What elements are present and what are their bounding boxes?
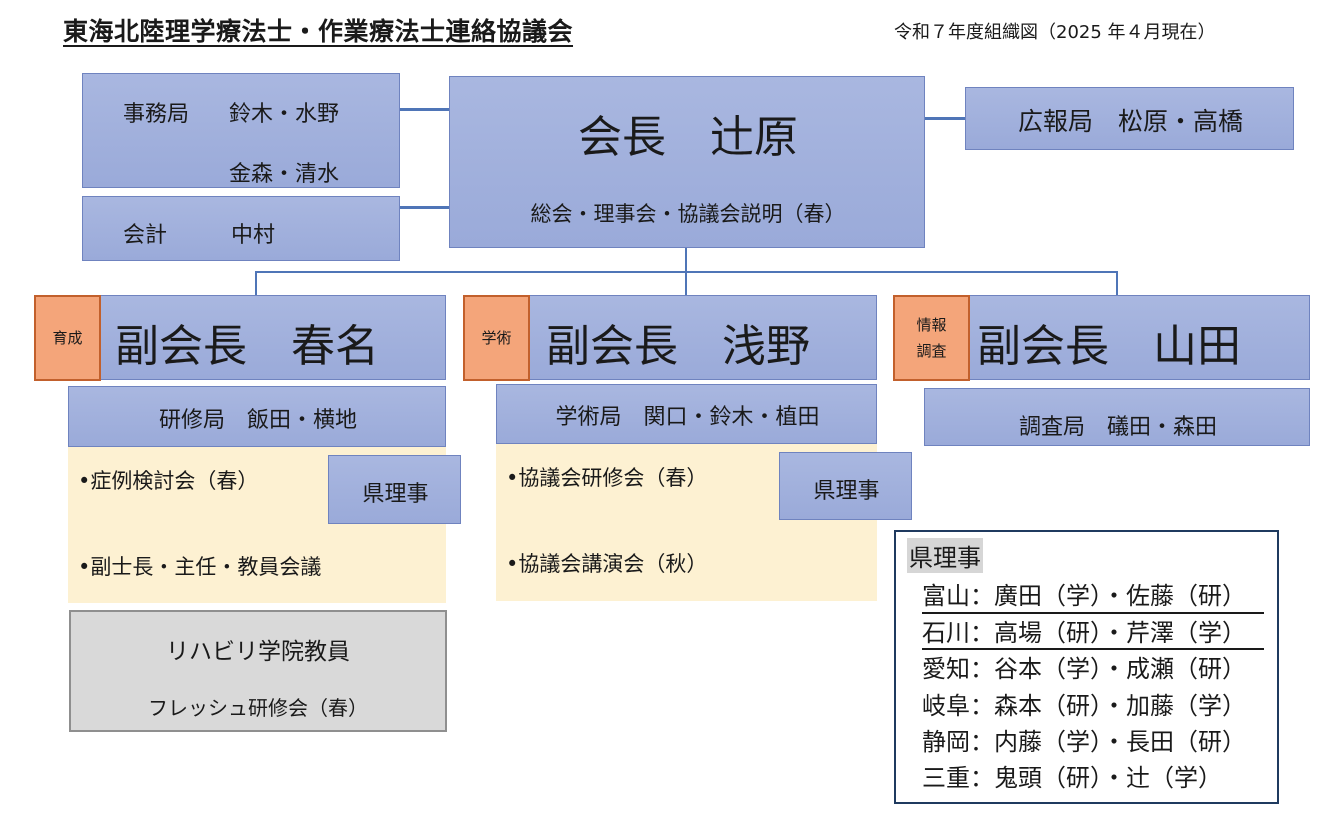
- academic-bureau-text: 学術局 関口・鈴木・植田: [555, 405, 820, 430]
- vp-training-box: 副会長 春名: [98, 295, 446, 380]
- pref-row-shizuoka: 静岡：内藤（学）・長田（研）: [922, 728, 1246, 756]
- pref-row-ishikawa: 石川：高場（研）・芹澤（学）: [922, 619, 1246, 647]
- pr-box: 広報局 松原・高橋: [965, 87, 1294, 150]
- pr-text: 広報局 松原・高橋: [1017, 107, 1243, 136]
- page-title: 東海北陸理学療法士・作業療法士連絡協議会: [63, 17, 574, 46]
- vp-training-title: 副会長 春名: [115, 321, 379, 372]
- vp-research-tag-line-2: 調査: [916, 342, 947, 360]
- pref-divider-2: [922, 648, 1264, 650]
- research-bureau-text: 調査局 礒田・森田: [1018, 415, 1217, 440]
- secretariat-names-2: 金森・清水: [229, 162, 340, 187]
- connector-pr: [925, 117, 966, 120]
- pref-divider-1: [922, 612, 1264, 614]
- vp-research-title: 副会長 山田: [977, 321, 1241, 372]
- pref-row-toyama: 富山：廣田（学）・佐藤（研）: [922, 582, 1246, 610]
- president-box: 会長 辻原 総会・理事会・協議会説明（春）: [449, 76, 925, 248]
- connector-trunk: [685, 248, 687, 272]
- secretariat-label: 事務局: [123, 102, 190, 127]
- secretariat-names-1: 鈴木・水野: [229, 102, 340, 127]
- rehab-school-title: リハビリ学院教員: [166, 639, 350, 665]
- academic-council-label: 県理事: [813, 479, 880, 504]
- vp-research-tag: 情報 調査: [893, 295, 970, 381]
- accounting-label: 会計: [123, 223, 168, 248]
- vp-academic-tag: 学術: [463, 295, 530, 381]
- prefectural-directors-box: [894, 530, 1279, 804]
- secretariat-box: 事務局 鈴木・水野 金森・清水: [82, 73, 400, 188]
- vp-academic-title: 副会長 浅野: [546, 321, 810, 372]
- prefectural-directors-heading: 県理事: [907, 538, 983, 573]
- president-duties: 総会・理事会・協議会説明（春）: [530, 202, 846, 226]
- vp-academic-tag-label: 学術: [481, 329, 512, 347]
- training-council-label: 県理事: [362, 482, 429, 507]
- rehab-school-event: フレッシュ研修会（春）: [148, 696, 368, 720]
- vp-academic-box: 副会長 浅野: [527, 295, 877, 380]
- connector-drop-right: [1116, 271, 1118, 296]
- academic-item-2: •協議会講演会（秋）: [506, 552, 708, 576]
- vp-research-box: 副会長 山田: [958, 295, 1310, 380]
- vp-training-tag-label: 育成: [52, 329, 83, 347]
- training-council-box: 県理事: [328, 455, 461, 524]
- connector-drop-left: [255, 271, 257, 296]
- academic-item-1: •協議会研修会（春）: [506, 466, 708, 490]
- president-title: 会長 辻原: [578, 112, 798, 163]
- training-item-2: •副士長・主任・教員会議: [78, 555, 322, 579]
- rehab-school-box: リハビリ学院教員 フレッシュ研修会（春）: [69, 610, 447, 732]
- training-item-1: •症例検討会（春）: [78, 469, 259, 493]
- connector-accounting: [400, 206, 450, 209]
- pref-row-mie: 三重：鬼頭（研）・辻（学）: [922, 764, 1222, 792]
- connector-drop-center: [685, 271, 687, 296]
- training-bureau-box: 研修局 飯田・横地: [68, 386, 446, 447]
- training-bureau-text: 研修局 飯田・横地: [158, 408, 357, 433]
- connector-secretariat: [400, 108, 450, 111]
- pref-row-aichi: 愛知：谷本（学）・成瀬（研）: [922, 655, 1246, 683]
- accounting-name: 中村: [231, 223, 276, 248]
- research-bureau-box: 調査局 礒田・森田: [924, 388, 1310, 446]
- accounting-box: 会計 中村: [82, 196, 400, 261]
- vp-training-tag: 育成: [34, 295, 101, 381]
- academic-bureau-box: 学術局 関口・鈴木・植田: [496, 384, 877, 444]
- page-subtitle: 令和７年度組織図（2025 年４月現在）: [894, 22, 1216, 43]
- academic-council-box: 県理事: [779, 452, 912, 520]
- vp-research-tag-line-1: 情報: [916, 316, 947, 334]
- pref-row-gifu: 岐阜：森本（研）・加藤（学）: [922, 692, 1246, 720]
